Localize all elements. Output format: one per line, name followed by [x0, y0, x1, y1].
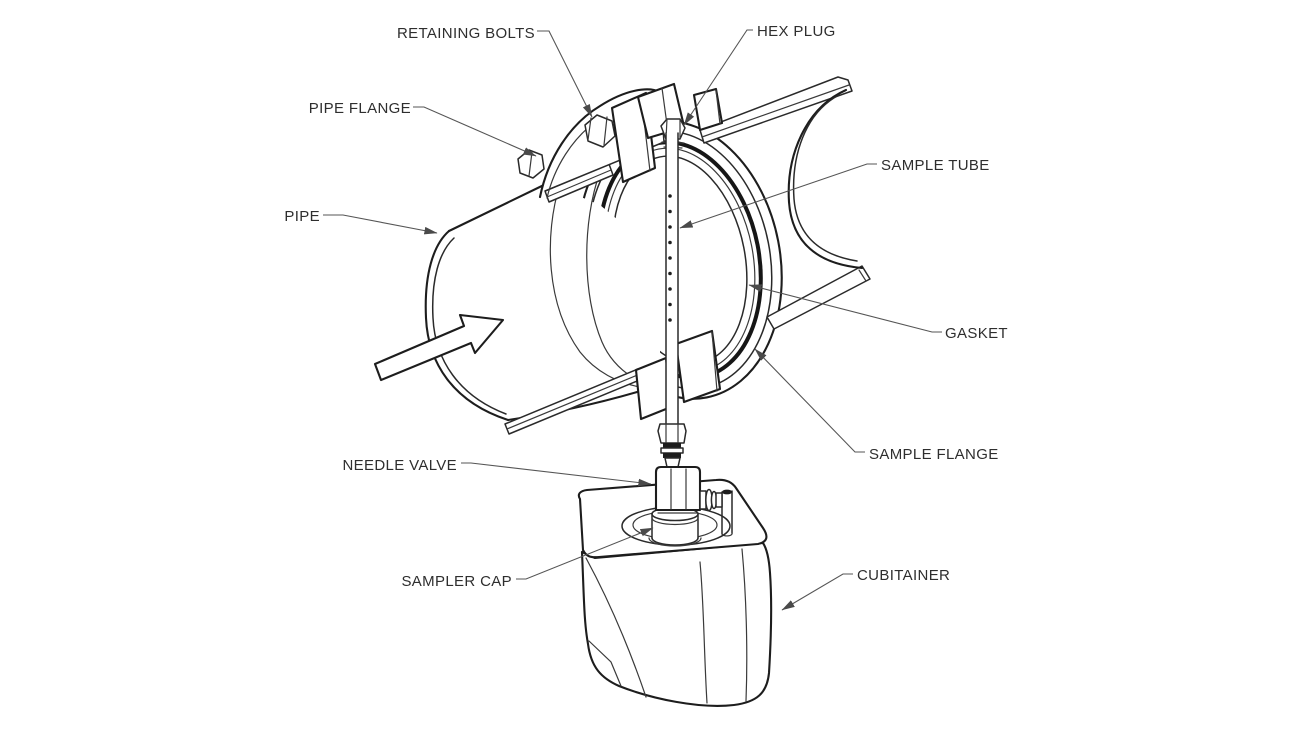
clamp-lug	[610, 82, 724, 184]
label-sampler-cap: SAMPLER CAP	[401, 573, 512, 590]
leader-sample-flange	[754, 348, 865, 453]
leader-sampler-cap	[516, 527, 654, 580]
sample-tube	[657, 132, 687, 468]
label-retaining-bolts: RETAINING BOLTS	[397, 25, 535, 42]
leader-lines	[323, 29, 942, 611]
leader-pipe	[323, 214, 438, 235]
label-gasket: GASKET	[945, 325, 1008, 342]
leader-gasket	[748, 284, 942, 333]
label-pipe-flange: PIPE FLANGE	[309, 100, 411, 117]
label-hex-plug: HEX PLUG	[757, 23, 836, 40]
leader-retaining-bolts	[537, 30, 593, 118]
label-sample-flange: SAMPLE FLANGE	[869, 446, 999, 463]
right-pipe-shell	[787, 88, 864, 270]
leader-hex-plug	[683, 29, 753, 126]
leader-needle-valve	[461, 462, 652, 487]
flange-plates	[504, 76, 871, 435]
retaining-bolt	[517, 149, 545, 179]
label-sample-tube: SAMPLE TUBE	[881, 157, 990, 174]
sample-holes	[668, 194, 672, 322]
label-pipe: PIPE	[284, 208, 320, 225]
needle-valve	[654, 465, 723, 514]
valve-stem-handle	[699, 488, 723, 512]
retaining-bolt	[584, 114, 616, 148]
leader-cubitainer	[781, 573, 853, 611]
leader-pipe-flange	[413, 106, 537, 157]
label-cubitainer: CUBITAINER	[857, 567, 950, 584]
label-needle-valve: NEEDLE VALVE	[342, 457, 457, 474]
flow-direction-arrow	[373, 313, 505, 382]
leader-sample-tube	[679, 163, 877, 229]
callout-labels: RETAINING BOLTS PIPE FLANGE PIPE HEX PLU…	[284, 23, 1008, 590]
